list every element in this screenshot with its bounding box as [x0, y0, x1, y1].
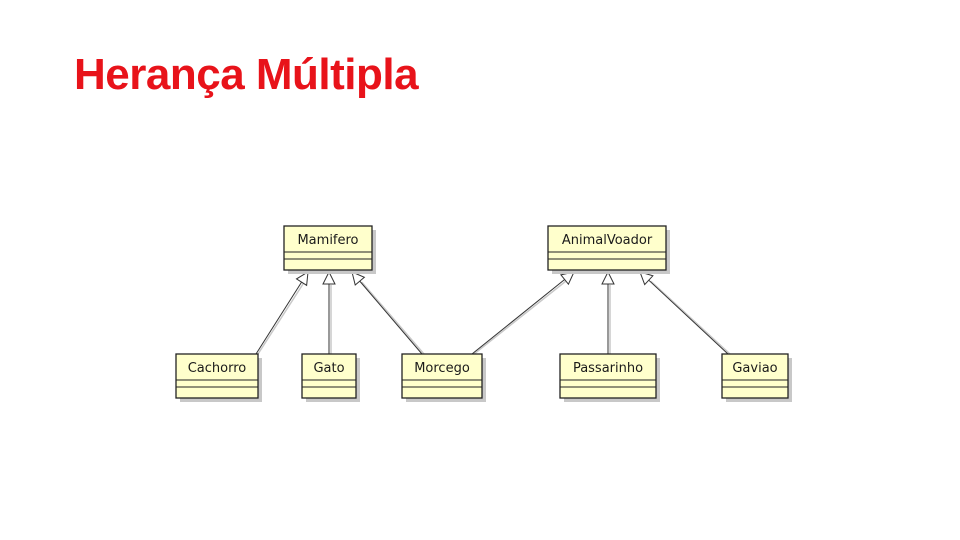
- class-box: [721, 353, 789, 399]
- connector-line: [648, 279, 729, 355]
- generalization-passarinho-animalvoador: [601, 270, 615, 354]
- generalization-morcego-animalvoador: [471, 271, 575, 355]
- generalization-gaviao-animalvoador: [639, 271, 731, 355]
- class-name: Mamifero: [297, 233, 358, 248]
- generalization-edges: [255, 270, 731, 355]
- connector-line: [471, 279, 565, 355]
- class-name: Morcego: [414, 361, 470, 376]
- generalization-gato-mamifero: [322, 270, 336, 354]
- class-mamifero: Mamifero: [283, 225, 376, 274]
- class-morcego: Morcego: [401, 353, 486, 402]
- class-name: Gato: [313, 361, 344, 376]
- generalization-morcego-mamifero: [351, 271, 425, 355]
- class-box: [547, 225, 667, 271]
- class-name: AnimalVoador: [562, 233, 653, 248]
- class-box: [559, 353, 657, 399]
- slide-title: Herança Múltipla: [74, 50, 419, 99]
- connector-line: [359, 280, 423, 355]
- class-passarinho: Passarinho: [559, 353, 660, 402]
- class-animalvoador: AnimalVoador: [547, 225, 670, 274]
- class-box: [301, 353, 357, 399]
- connector-line: [255, 281, 302, 355]
- class-name: Gaviao: [732, 361, 777, 376]
- inheritance-arrowhead: [295, 271, 309, 287]
- inheritance-arrowhead: [351, 271, 366, 286]
- class-box: [283, 225, 373, 271]
- class-box: [175, 353, 259, 399]
- class-gato: Gato: [301, 353, 360, 402]
- inheritance-arrowhead: [601, 270, 615, 285]
- class-name: Cachorro: [188, 361, 247, 376]
- class-name: Passarinho: [573, 361, 643, 376]
- class-cachorro: Cachorro: [175, 353, 262, 402]
- class-gaviao: Gaviao: [721, 353, 792, 402]
- generalization-cachorro-mamifero: [255, 271, 309, 355]
- inheritance-arrowhead: [322, 270, 336, 285]
- class-box: [401, 353, 483, 399]
